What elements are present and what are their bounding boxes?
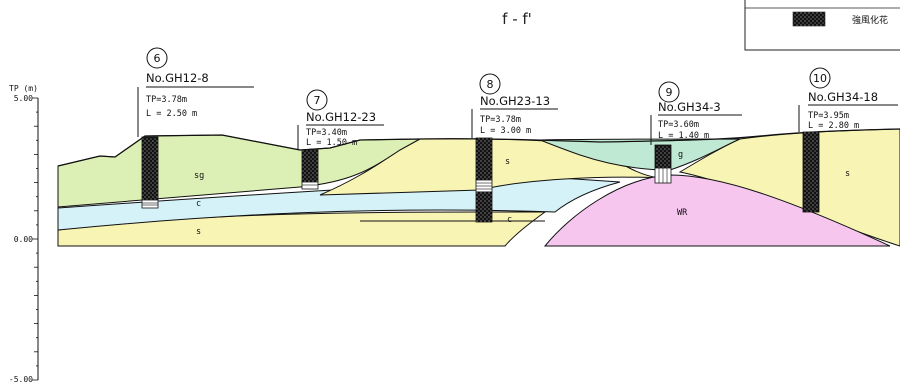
borehole-number: 9 [666,86,673,99]
axis-tick-label-5: 5.00 [14,94,33,103]
borehole-name: No.GH12-8 [146,71,209,85]
layer-label-s-left: s [196,227,201,237]
borehole-length: L = 1.50 m [306,138,357,148]
borehole-elevation: TP=3.78m [480,115,521,125]
borehole-number-badge [658,81,680,103]
section-title: f - f' [502,10,532,28]
borehole-gh12-23: 7 No.GH12-23 TP=3.40m L = 1.50 m [297,89,384,190]
legend: 強風化花 [744,0,900,51]
borehole-log-weathered [475,137,493,181]
layer-label-sg: sg [194,171,204,181]
layer-wr [543,174,891,247]
borehole-gh34-3: 9 No.GH34-3 TP=3.60m L = 1.40 m [650,81,742,184]
borehole-log-weathered [654,144,672,169]
layer-label-c-middle: c [507,215,512,225]
borehole-log-clay [301,181,319,190]
borehole-number-badge [146,47,168,69]
borehole-gh12-8: 6 No.GH12-8 TP=3.78m L = 2.50 m [137,47,254,209]
axis-unit-label: TP (m) [9,84,38,93]
borehole-number-badge [479,73,501,95]
borehole-elevation: TP=3.40m [306,128,347,138]
borehole-number: 7 [314,94,321,107]
borehole-number-badge [306,89,328,111]
layer-label-g: g [678,150,683,160]
elevation-axis: TP (m) 5.00 0.00 -5.00 [9,84,39,384]
borehole-length: L = 3.00 m [480,126,531,136]
borehole-log-clay [141,199,159,209]
borehole-log-weathered [301,149,319,183]
borehole-elevation: TP=3.95m [808,111,849,121]
borehole-gh23-13: 8 No.GH23-13 TP=3.78m L = 3.00 m [471,73,558,223]
borehole-log-weathered-lower [475,191,493,223]
layer-label-s-middle: s [505,157,510,167]
borehole-gh34-18: 10 No.GH34-18 TP=3.95m L = 2.80 m [798,67,898,213]
borehole-length: L = 1.40 m [658,131,709,141]
layer-g [539,138,741,171]
legend-label-weathered-granite: 強風化花 [852,14,888,26]
layer-label-c-left: c [196,199,201,209]
legend-swatch-weathered-granite [792,11,826,27]
borehole-name: No.GH12-23 [306,110,376,124]
borehole-number-badge [809,67,831,89]
borehole-number: 8 [487,78,494,91]
borehole-length: L = 2.50 m [146,109,197,119]
axis-ticks [32,97,38,381]
borehole-name: No.GH34-18 [808,90,878,104]
borehole-elevation: TP=3.78m [146,95,187,105]
borehole-elevation: TP=3.60m [658,120,699,130]
borehole-number: 6 [154,52,161,65]
borehole-name: No.GH34-3 [658,100,721,114]
axis-tick-label-0: 0.00 [14,235,33,244]
layer-label-s-right: s [845,169,850,179]
axis-tick-label-minus-5: -5.00 [9,375,33,384]
borehole-name: No.GH23-13 [480,94,550,108]
borehole-length: L = 2.80 m [808,121,859,131]
borehole-log-weathered [802,131,820,213]
borehole-log-weathered [141,136,159,201]
layer-label-wr: WR [677,208,688,218]
borehole-number: 10 [813,72,827,85]
